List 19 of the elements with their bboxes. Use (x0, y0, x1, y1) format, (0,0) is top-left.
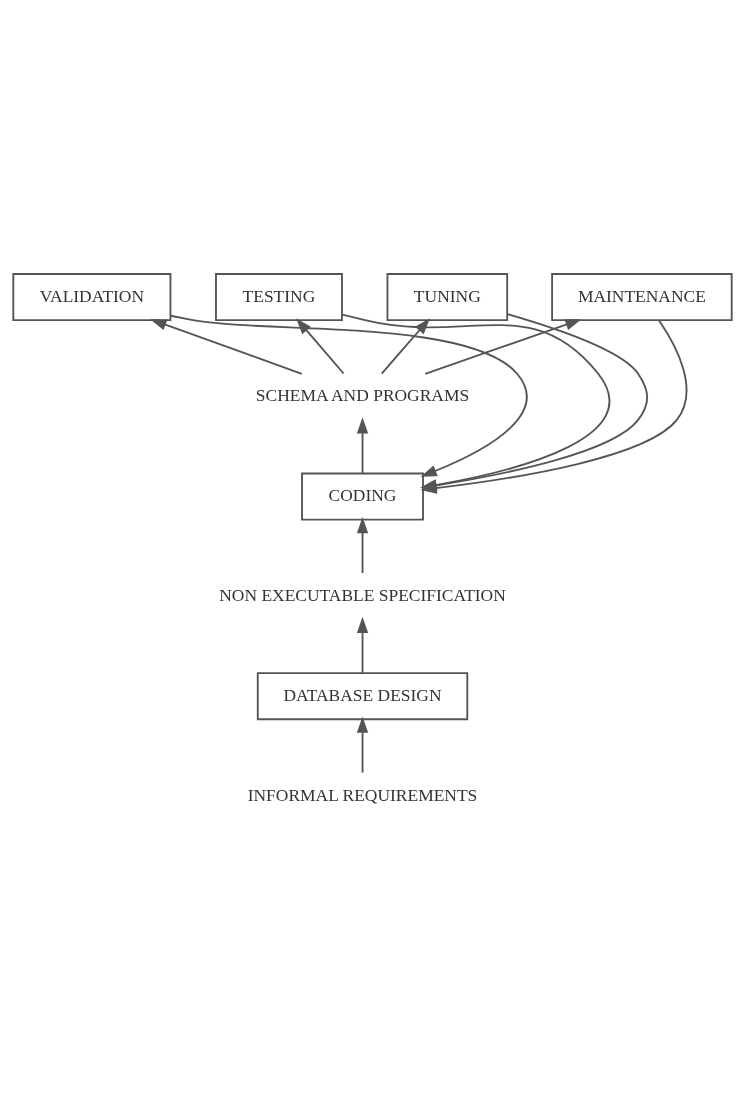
node-text: NON EXECUTABLE SPECIFICATION (219, 585, 506, 605)
arrow (356, 716, 369, 774)
arrow (341, 313, 611, 491)
arrow (150, 319, 303, 375)
arrow (424, 319, 582, 375)
node-box: TUNING (386, 273, 509, 322)
node-text: SCHEMA AND PROGRAMS (255, 385, 470, 406)
arrow (169, 314, 528, 477)
arrow (356, 517, 369, 574)
node-box: DATABASE DESIGN (256, 672, 469, 721)
node-box: MAINTENANCE (551, 273, 733, 322)
arrow (420, 319, 688, 494)
arrow (356, 417, 369, 475)
node-box: CODING (301, 472, 424, 521)
arrow (420, 313, 649, 491)
node-box: TESTING (215, 273, 343, 322)
arrow (356, 616, 369, 674)
node-box: VALIDATION (12, 273, 172, 322)
node-text: INFORMAL REQUIREMENTS (247, 784, 478, 805)
